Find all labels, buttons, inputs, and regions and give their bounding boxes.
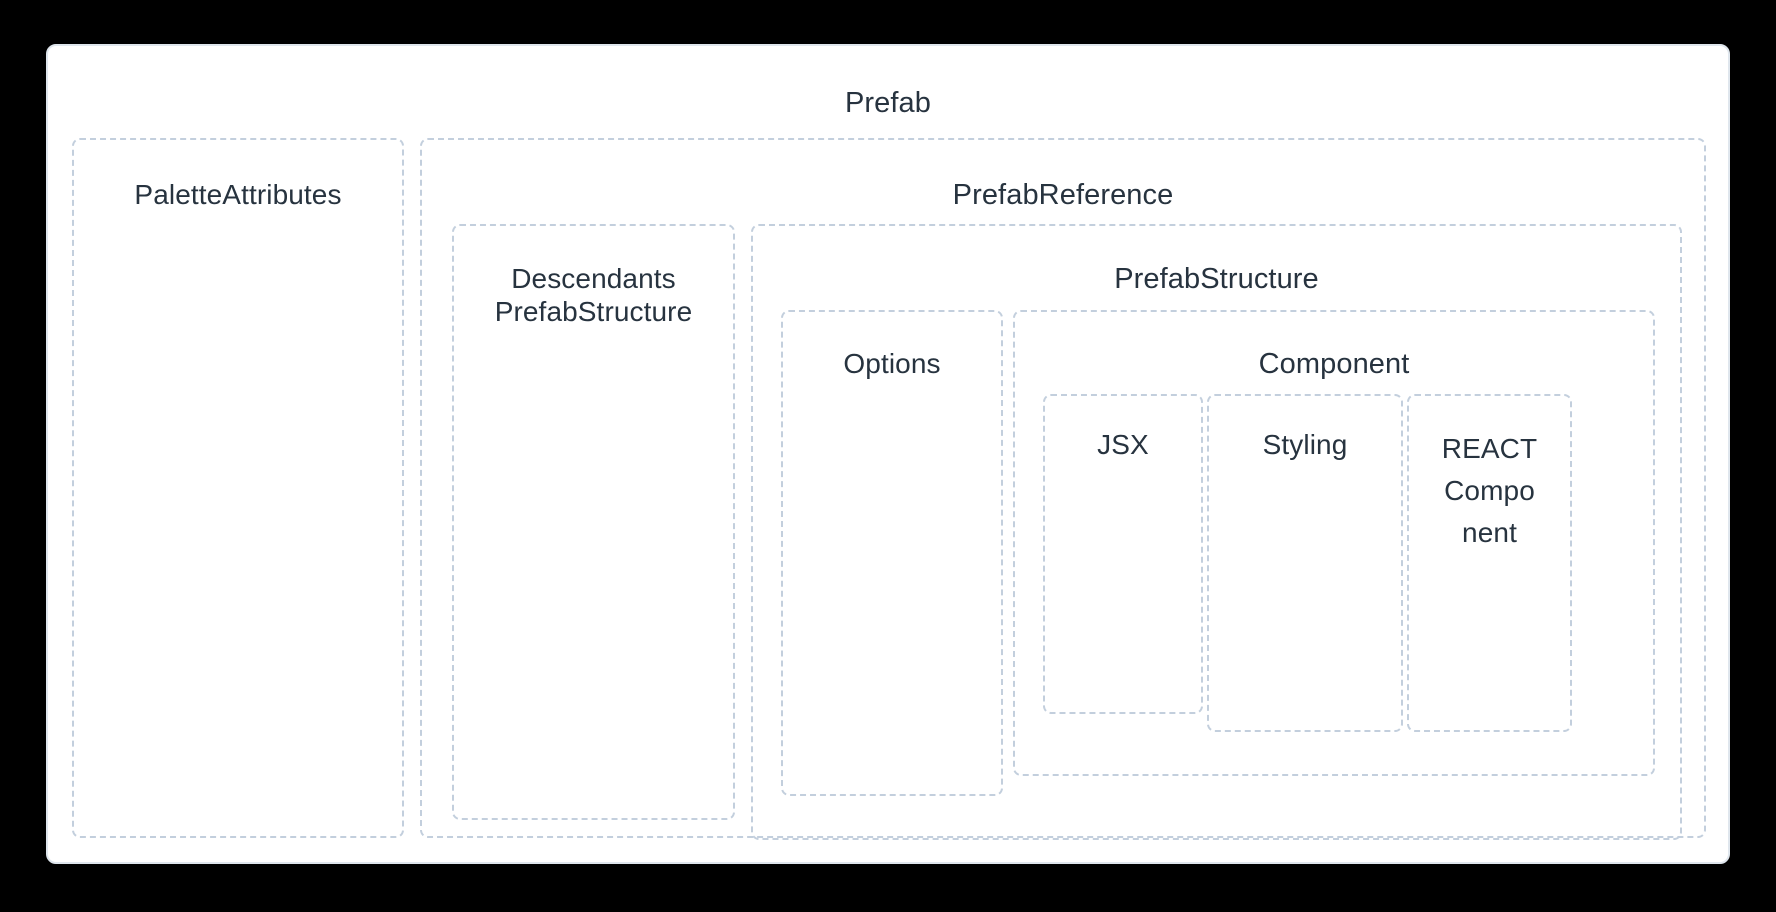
label-prefab-structure: PrefabStructure — [1114, 263, 1319, 295]
box-palette-attributes: PaletteAttributes — [72, 138, 404, 838]
box-options: Options — [781, 310, 1003, 796]
prefab-diagram-card: Prefab PaletteAttributes PrefabReference… — [46, 44, 1730, 864]
prefab-title: Prefab — [844, 87, 932, 119]
box-component: Component JSX Styling REACT Compo nent — [1013, 310, 1655, 776]
label-jsx: JSX — [1097, 429, 1149, 460]
box-jsx: JSX — [1043, 394, 1203, 714]
box-prefab-structure: PrefabStructure Options Component JSX St… — [751, 224, 1682, 840]
label-prefab-reference: PrefabReference — [952, 179, 1174, 211]
label-component: Component — [1258, 348, 1410, 380]
box-descendants-prefab-structure: Descendants PrefabStructure — [452, 224, 735, 820]
label-react-component: REACT Compo nent — [1441, 433, 1538, 548]
label-descendants-prefab-structure: Descendants PrefabStructure — [494, 263, 693, 328]
label-options: Options — [843, 348, 941, 379]
label-styling: Styling — [1262, 429, 1348, 460]
label-palette-attributes: PaletteAttributes — [134, 179, 342, 210]
box-styling: Styling — [1207, 394, 1403, 732]
box-react-component: REACT Compo nent — [1407, 394, 1572, 732]
box-prefab-reference: PrefabReference Descendants PrefabStruct… — [420, 138, 1706, 840]
